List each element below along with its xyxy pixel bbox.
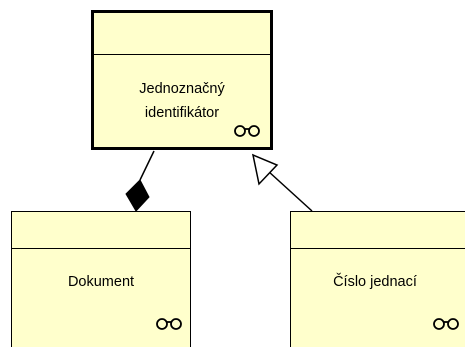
- class-label-line-2: identifikátor: [144, 105, 220, 121]
- glasses-icon: [156, 318, 182, 330]
- class-box-jednoznacny-identifikator[interactable]: Jednoznačný identifikátor: [91, 10, 273, 150]
- class-box-label: Číslo jednací: [291, 270, 459, 294]
- class-box-header: [94, 13, 270, 55]
- composition-edge-line: [139, 150, 155, 181]
- class-box-cislo-jednaci[interactable]: Číslo jednací: [290, 211, 465, 347]
- generalization-edge-line: [267, 170, 313, 212]
- class-label-line-1: Jednoznačný: [139, 81, 225, 97]
- class-box-dokument[interactable]: Dokument: [11, 211, 191, 347]
- class-label-line-1: Číslo jednací: [333, 274, 417, 290]
- glasses-icon: [234, 125, 260, 137]
- class-box-label: Dokument: [12, 270, 190, 294]
- class-label-line-1: Dokument: [67, 274, 135, 290]
- composition-diamond-icon: [125, 179, 150, 212]
- class-box-header: [291, 212, 465, 249]
- generalization-triangle-icon: [251, 153, 279, 186]
- class-box-label: Jednoznačný identifikátor: [94, 77, 270, 125]
- glasses-icon: [433, 318, 459, 330]
- class-box-header: [12, 212, 190, 249]
